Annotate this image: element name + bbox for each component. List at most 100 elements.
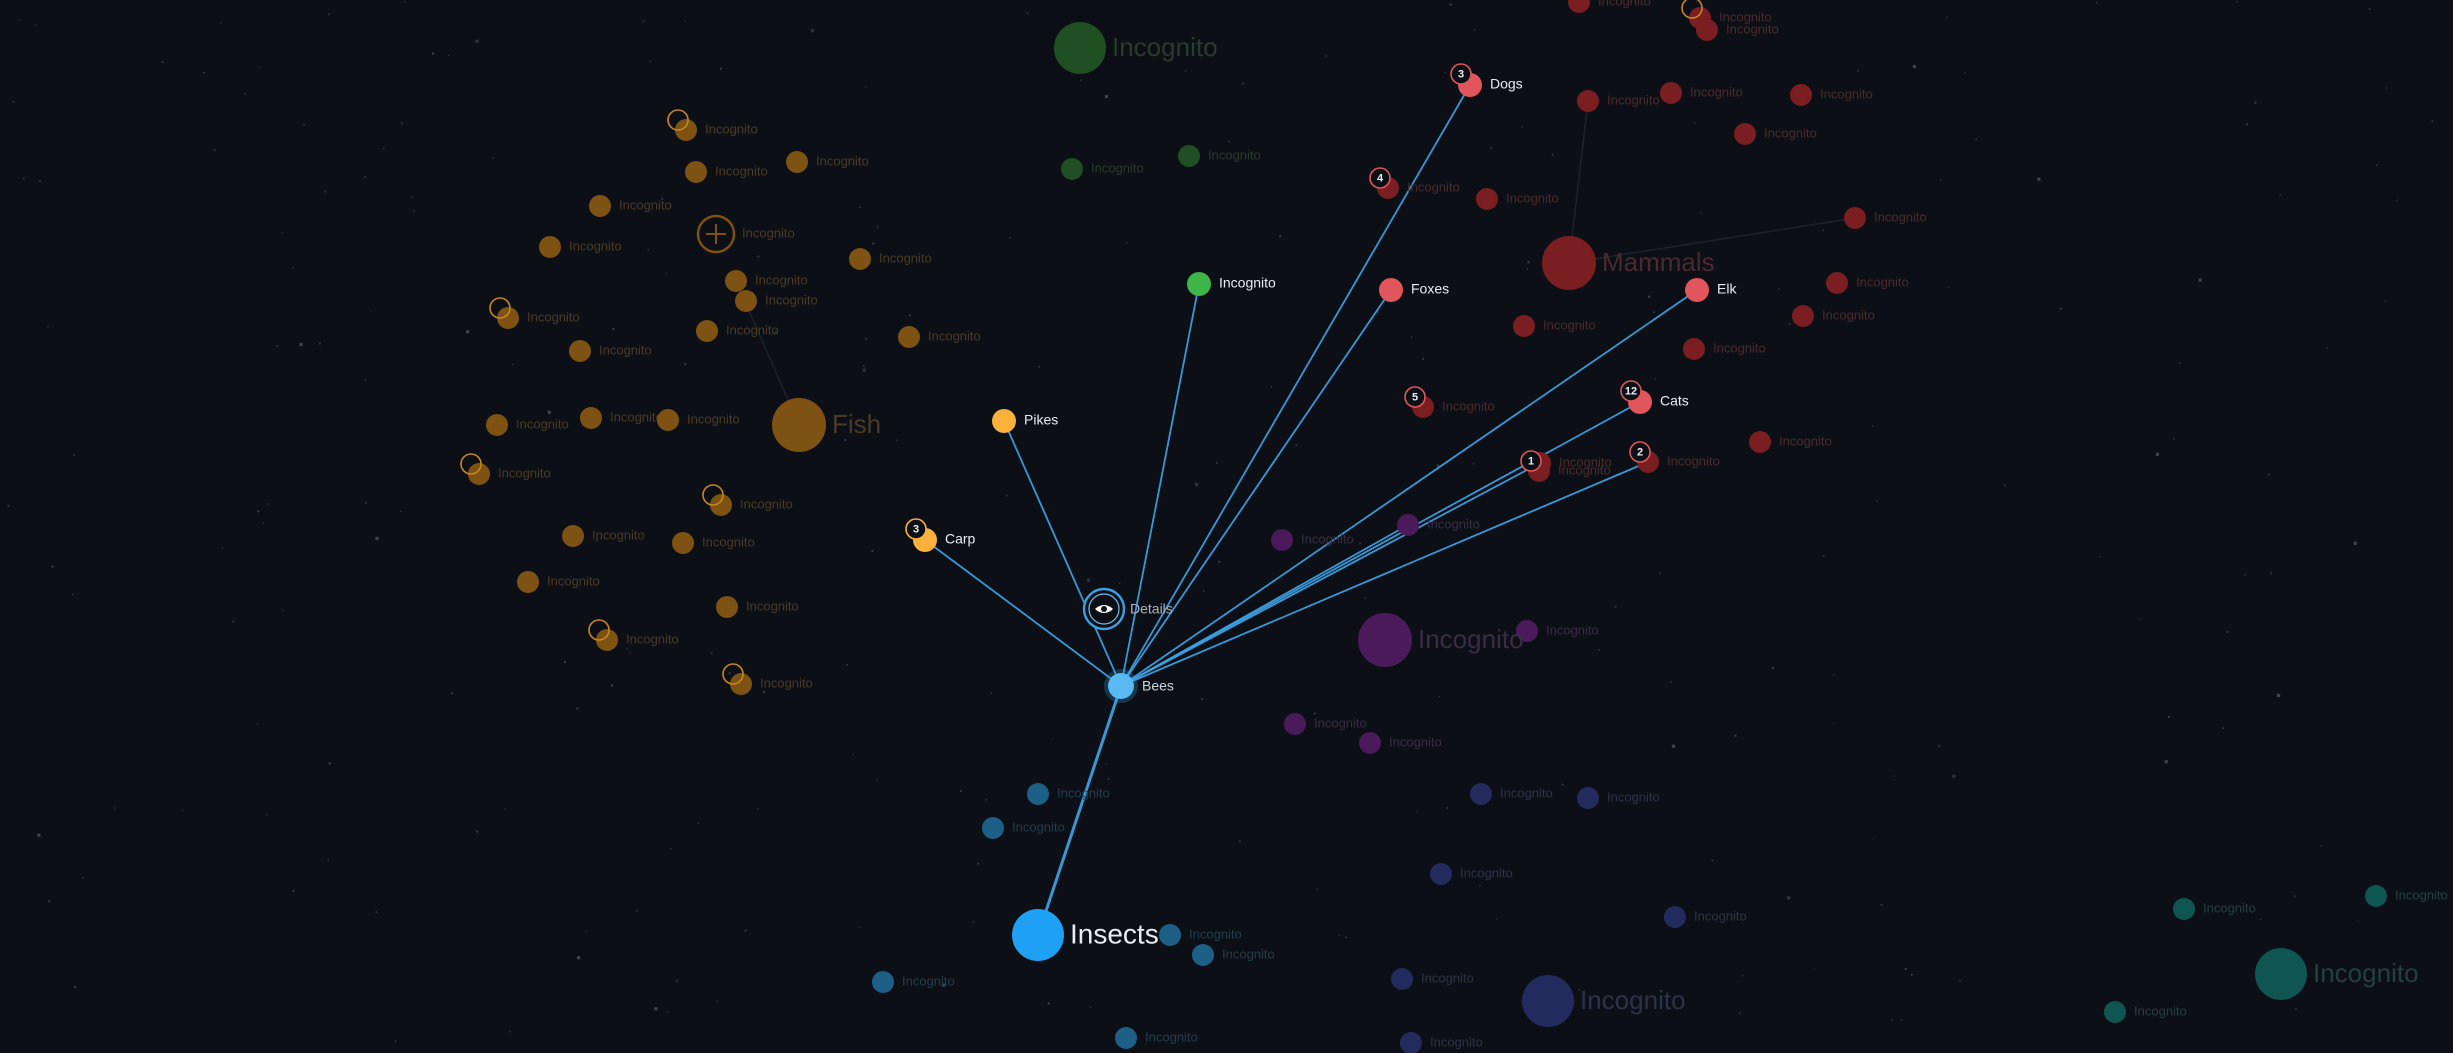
node-navy-n1[interactable]: Incognito [1470,783,1553,805]
star [1920,214,1923,217]
node-insects-i5[interactable]: Incognito [872,971,955,993]
node-fish-f5[interactable]: Incognito [539,236,622,258]
hub-purple-hub[interactable]: Incognito [1358,613,1524,667]
node-fish-f6[interactable]: Incognito [849,248,932,270]
star [635,909,638,912]
node-navy-n4[interactable]: Incognito [1664,906,1747,928]
node-insects-i2[interactable]: Incognito [982,817,1065,839]
node-mammals-m16[interactable]: Incognito [1749,431,1832,453]
node-mammals-m19[interactable]: Incognito [1681,0,1772,29]
node-fish-f14[interactable]: Incognito [580,407,663,429]
star [1411,336,1413,338]
focus-node-bees[interactable]: Bees [1104,669,1174,703]
node-fish-f1[interactable]: Incognito [667,109,758,141]
node-mammals-m7[interactable]: Incognito [1734,123,1817,145]
star [1313,712,1316,715]
node-navy-n5[interactable]: Incognito [1391,968,1474,990]
node-fish-f9[interactable]: Incognito [489,297,580,329]
node-fish-f8[interactable]: Incognito [735,290,818,312]
hub-fish[interactable]: Fish [772,398,881,452]
star [1508,90,1510,92]
plus-icon[interactable] [706,224,726,244]
node-fish-f21[interactable]: Incognito [588,619,679,651]
node-fish-f4[interactable]: Incognito [589,195,672,217]
details-button[interactable]: Details [1082,587,1173,631]
node-insects-i3[interactable]: Incognito [1159,924,1242,946]
node-elk[interactable]: Elk [1685,278,1737,302]
node-fish-f18[interactable]: Incognito [562,525,645,547]
star [2356,920,2358,922]
star [666,1011,669,1013]
node-navy-n3[interactable]: Incognito [1430,863,1513,885]
node-fish-f11[interactable]: Incognito [898,326,981,348]
node-fish-f17[interactable]: Incognito [702,484,793,516]
hub-teal-hub[interactable]: Incognito [2255,948,2419,1000]
node-fish-f16[interactable]: Incognito [460,453,551,485]
node-green-g1[interactable]: Incognito [1061,158,1144,180]
node-fish-f15[interactable]: Incognito [657,409,740,431]
node-teal-t1[interactable]: Incognito [2173,898,2256,920]
node-fish-f7[interactable]: Incognito [725,270,808,292]
star [72,593,74,596]
star [400,122,403,125]
node-green-linked[interactable]: Incognito [1187,272,1276,296]
node-fish-f12[interactable]: Incognito [569,340,652,362]
node-mammals-m17[interactable]: Incognito [1568,0,1651,13]
node-purple-p2[interactable]: Incognito [1271,529,1354,551]
node-purple-p1[interactable]: Incognito [1397,514,1480,536]
star [1876,500,1878,502]
star [1051,738,1054,740]
node-label: Incognito [1222,946,1275,961]
node-purple-p3[interactable]: Incognito [1516,620,1599,642]
node-mammals-m5[interactable]: Incognito [1577,90,1660,112]
node-purple-p5[interactable]: Incognito [1359,732,1442,754]
node-teal-t3[interactable]: Incognito [2104,1001,2187,1023]
node-mammals-m10[interactable]: Incognito [1826,272,1909,294]
node-label: Incognito [619,197,672,212]
node-mammals-m8[interactable]: Incognito [1790,84,1873,106]
node-fish-f23[interactable]: Incognito [722,663,813,695]
node-mammals-m9[interactable]: Incognito [1844,207,1927,229]
star [2396,199,2398,201]
node-fish-plus[interactable]: Incognito [696,214,795,254]
node-green-g2[interactable]: Incognito [1178,145,1261,167]
node-navy-n2[interactable]: Incognito [1577,787,1660,809]
star [375,911,378,913]
node-fish-f10[interactable]: Incognito [696,320,779,342]
link-elk [1120,289,1698,687]
hub-mammals[interactable]: Mammals [1542,236,1715,290]
star [328,13,330,16]
star [213,149,216,151]
node-pikes[interactable]: Pikes [992,409,1058,433]
star [1444,71,1446,74]
node-fish-f22[interactable]: Incognito [716,596,799,618]
node-teal-t2[interactable]: Incognito [2365,885,2448,907]
hub-navy-hub[interactable]: Incognito [1522,975,1686,1027]
node-purple-p4[interactable]: Incognito [1284,713,1367,735]
node-mammals-m6[interactable]: Incognito [1660,82,1743,104]
node-insects-i6[interactable]: Incognito [1115,1027,1198,1049]
node-mammals-m14[interactable]: Incognito [1683,338,1766,360]
node-mammals-m11[interactable]: Incognito [1792,305,1875,327]
node-navy-n6[interactable]: Incognito [1400,1032,1483,1053]
node-insects-i1[interactable]: Incognito [1027,783,1110,805]
node-fish-f20[interactable]: Incognito [517,571,600,593]
node-fish-f19[interactable]: Incognito [672,532,755,554]
node-fish-f3[interactable]: Incognito [685,161,768,183]
hub-insects[interactable]: Insects [1012,909,1159,961]
node-foxes[interactable]: Foxes [1379,278,1449,302]
node-insects-i4[interactable]: Incognito [1192,944,1275,966]
node-mammals-m4[interactable]: Incognito [1476,188,1559,210]
hub-green-hub[interactable]: Incognito [1054,22,1218,74]
node-mammals-m12[interactable]: Incognito [1513,315,1596,337]
node-fish-f2[interactable]: Incognito [786,151,869,173]
node-fish-f13[interactable]: Incognito [486,414,569,436]
